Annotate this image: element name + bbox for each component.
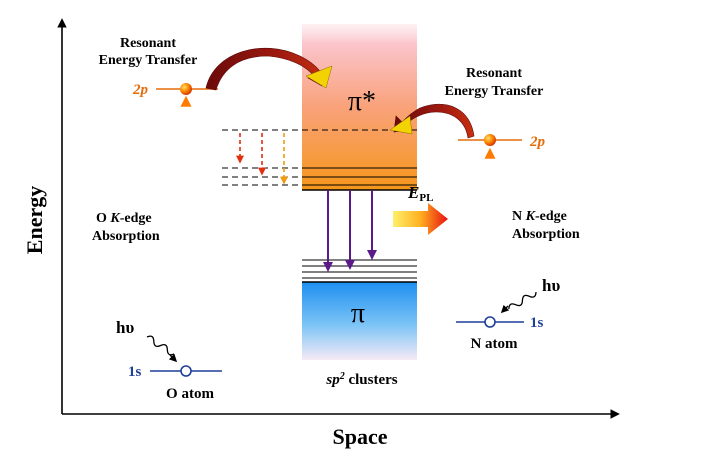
- x-axis-label: Space: [333, 424, 388, 449]
- right-2p-label: 2p: [529, 134, 546, 150]
- right-photon-arrow: [500, 304, 510, 314]
- right-transfer-label-1: Resonant: [466, 66, 522, 81]
- pi-band: [302, 282, 417, 360]
- right-core-hole: [484, 316, 496, 328]
- right-photon-label: hυ: [542, 276, 560, 295]
- epl-label: EPL: [407, 183, 433, 204]
- left-1s-label: 1s: [128, 364, 142, 380]
- left-atom-label: O atom: [166, 386, 214, 402]
- left-photon-wave: [146, 335, 175, 356]
- pi-label: π: [351, 298, 365, 329]
- sp2-cluster-bands: π* π sp2 clusters: [222, 24, 417, 388]
- right-excited-electron: [484, 134, 496, 146]
- left-transfer-label-2: Energy Transfer: [99, 53, 198, 68]
- right-transfer-label-2: Energy Transfer: [445, 84, 544, 99]
- right-absorption-label-2: Absorption: [512, 227, 580, 242]
- left-photon-arrow: [168, 353, 178, 363]
- left-excited-electron: [180, 83, 192, 95]
- y-axis-label: Energy: [22, 186, 47, 254]
- left-absorption-label-1: O K-edge: [96, 211, 152, 226]
- pi-star-label: π*: [348, 86, 376, 117]
- left-photon-label: hυ: [116, 318, 134, 337]
- cluster-label: sp2 clusters: [325, 371, 397, 389]
- right-transfer-arrow: [393, 104, 475, 139]
- nitrogen-atom-group: Resonant Energy Transfer 2p 1s N K-edge …: [389, 66, 580, 352]
- pi-star-band: [302, 24, 417, 190]
- epl-arrow: [393, 203, 448, 235]
- left-2p-label: 2p: [132, 82, 149, 98]
- left-core-hole: [180, 365, 192, 377]
- oxygen-atom-group: Resonant Energy Transfer 2p 1s O K-edge …: [92, 36, 333, 402]
- left-absorption-label-2: Absorption: [92, 229, 160, 244]
- left-transfer-arrow-tip: [305, 65, 333, 89]
- right-absorption-label-1: N K-edge: [512, 209, 567, 224]
- left-transfer-label-1: Resonant: [120, 36, 176, 51]
- right-transfer-arrow-tip: [389, 115, 413, 135]
- axes: Energy Space: [22, 18, 620, 449]
- right-atom-label: N atom: [470, 336, 518, 352]
- right-1s-label: 1s: [530, 315, 544, 331]
- right-photon-wave: [508, 291, 537, 310]
- emission-output: EPL: [393, 183, 448, 235]
